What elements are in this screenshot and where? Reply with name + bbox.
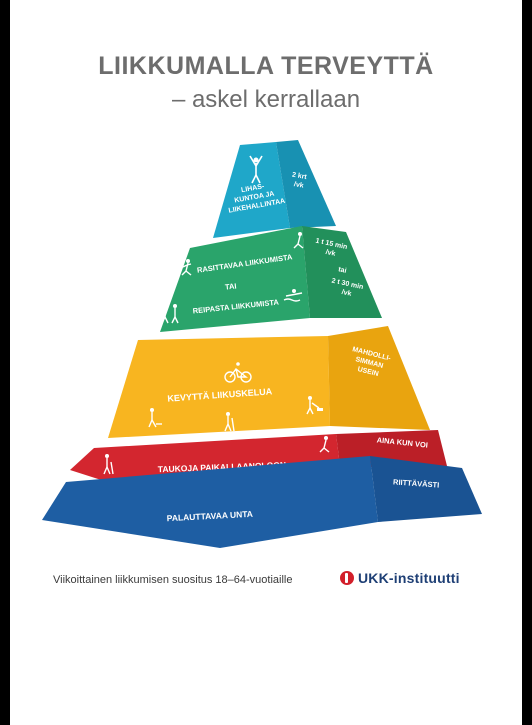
activity-pyramid: LIHAS- KUNTOA JA LIIKEHALLINTAA 2 krt /v… <box>42 140 482 548</box>
green-amount-or: tai <box>338 266 347 275</box>
svg-text:tai: tai <box>338 266 347 275</box>
ukk-logo-text: UKK-instituutti <box>358 570 460 586</box>
runner-icon-2 <box>293 232 304 249</box>
svg-text:PALAUTTAVAA UNTA: PALAUTTAVAA UNTA <box>167 509 254 524</box>
active-figure-icon <box>319 436 330 453</box>
green-amount-b-line2: /vk <box>341 289 352 298</box>
blue-label: PALAUTTAVAA UNTA <box>167 509 254 524</box>
top-frequency-line2: /vk <box>293 181 304 190</box>
blue-side: RIITTÄVÄSTI <box>393 477 440 489</box>
dog-walker-icon <box>306 396 323 415</box>
ukk-logo: UKK-instituutti <box>340 570 460 586</box>
pyramid-blue-side <box>370 456 482 522</box>
yellow-side-line3: USEIN <box>357 366 379 378</box>
poster-title: LIIKKUMALLA TERVEYTTÄ <box>98 52 434 80</box>
ukk-logo-icon <box>340 571 354 585</box>
top-frequency-line1: 2 krt <box>291 172 307 182</box>
pyramid-top-side <box>276 140 336 228</box>
pyramid-yellow-front <box>108 336 330 438</box>
stretch-figure-icon <box>249 155 263 184</box>
pyramid-top-front <box>213 142 290 238</box>
walker-icon <box>148 408 162 428</box>
pyramid-blue-front <box>42 456 378 548</box>
pyramid-green-front <box>160 226 310 332</box>
top-label-line1: LIHAS- <box>241 183 266 194</box>
green-amount-a-line2: /vk <box>325 249 336 258</box>
swimmer-icon <box>283 289 303 302</box>
bicycle-icon <box>224 362 252 383</box>
runner-icon <box>181 259 192 276</box>
svg-text:2 krt /vk: 2 krt /vk <box>290 172 309 191</box>
cane-walker-icon <box>103 454 114 475</box>
pyramid-yellow-side <box>328 326 430 430</box>
hiker-icon <box>224 412 235 432</box>
svg-text:TAI: TAI <box>225 281 237 291</box>
green-or: TAI <box>225 281 237 291</box>
pyramid-red-front <box>70 434 340 486</box>
poster: LIIKKUMALLA TERVEYTTÄ – askel kerrallaan… <box>10 0 522 725</box>
svg-text:RIITTÄVÄSTI: RIITTÄVÄSTI <box>393 477 440 489</box>
poster-subtitle: – askel kerrallaan <box>171 86 361 113</box>
walkers-icon <box>161 304 179 324</box>
recommendation-caption: Viikoittainen liikkumisen suositus 18–64… <box>53 574 293 586</box>
pyramid-green-side <box>302 226 382 318</box>
